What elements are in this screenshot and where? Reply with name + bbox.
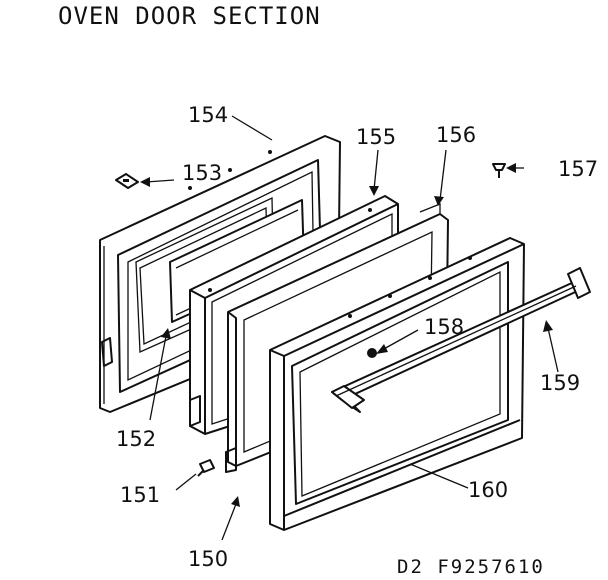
part-157-screw [492,163,506,178]
callout-160: 160 [468,478,508,502]
leader-lines [140,115,559,541]
diagram-title: OVEN DOOR SECTION [58,2,321,30]
callout-157: 157 [558,157,598,181]
callout-150: 150 [188,547,228,571]
part-159-handle [331,267,591,413]
callout-158: 158 [424,315,464,339]
part-153-clip [115,173,139,189]
part-160-outer-door [269,237,525,531]
part-158-fastener [367,348,377,358]
callout-151: 151 [120,483,160,507]
callout-159: 159 [540,371,580,395]
callout-154: 154 [188,103,228,127]
callout-155: 155 [356,125,396,149]
drawing-code: D2 F9257610 [397,556,545,578]
part-151-screw [197,459,215,477]
callout-153: 153 [182,161,222,185]
callout-152: 152 [116,427,156,451]
callout-156: 156 [436,123,476,147]
